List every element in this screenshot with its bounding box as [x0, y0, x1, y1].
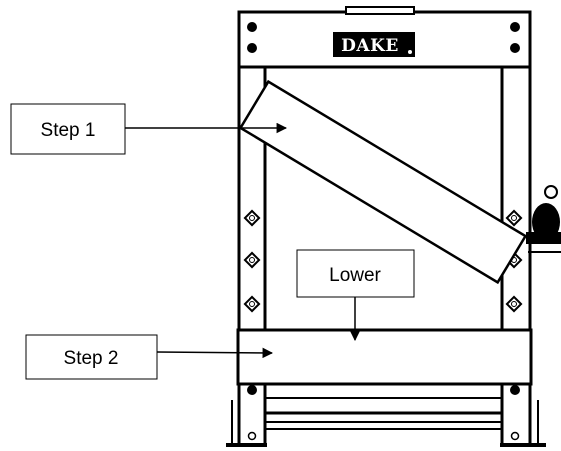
- logo-text: DAKE: [341, 36, 399, 56]
- step2-callout: Step 2: [25, 334, 274, 380]
- lower-label-box: [296, 249, 415, 298]
- step1-label: Step 1: [41, 120, 96, 141]
- bolt-icon: [247, 22, 257, 32]
- tilted-bed: [238, 79, 528, 285]
- step2-arrow-icon: [156, 347, 274, 359]
- logo-plate: [333, 32, 415, 57]
- bolt-icon: [510, 385, 520, 395]
- hole-icon: [510, 431, 520, 441]
- hole-icon: [243, 209, 261, 227]
- top-notch: [345, 6, 415, 15]
- hole-icon: [243, 251, 261, 269]
- step2-label-box: [25, 334, 158, 380]
- bolt-icon: [247, 43, 257, 53]
- hole-icon: [505, 209, 523, 227]
- post-holes: [243, 209, 523, 313]
- lower-callout: Lower: [296, 249, 415, 342]
- step1-label-box: [10, 103, 126, 155]
- registered-mark: [408, 50, 412, 54]
- lower-label: Lower: [329, 265, 381, 286]
- hole-icon: [505, 295, 523, 313]
- pump-body: [532, 203, 560, 241]
- lowered-bed: [236, 328, 533, 386]
- hole-icon: [247, 431, 257, 441]
- bolt-icon: [247, 385, 257, 395]
- step2-label: Step 2: [64, 348, 119, 369]
- dake-logo: DAKE: [333, 32, 415, 57]
- step1-callout: Step 1: [10, 103, 288, 155]
- hole-icon: [243, 295, 261, 313]
- right-post: [500, 65, 532, 332]
- pump-mechanism: [526, 185, 561, 253]
- bolt-icon: [510, 43, 520, 53]
- pump-base: [526, 232, 561, 244]
- pump-knob-icon: [544, 185, 558, 199]
- top-bolts: [247, 22, 520, 53]
- tilted-bed-plate: [238, 79, 528, 285]
- bolt-icon: [510, 22, 520, 32]
